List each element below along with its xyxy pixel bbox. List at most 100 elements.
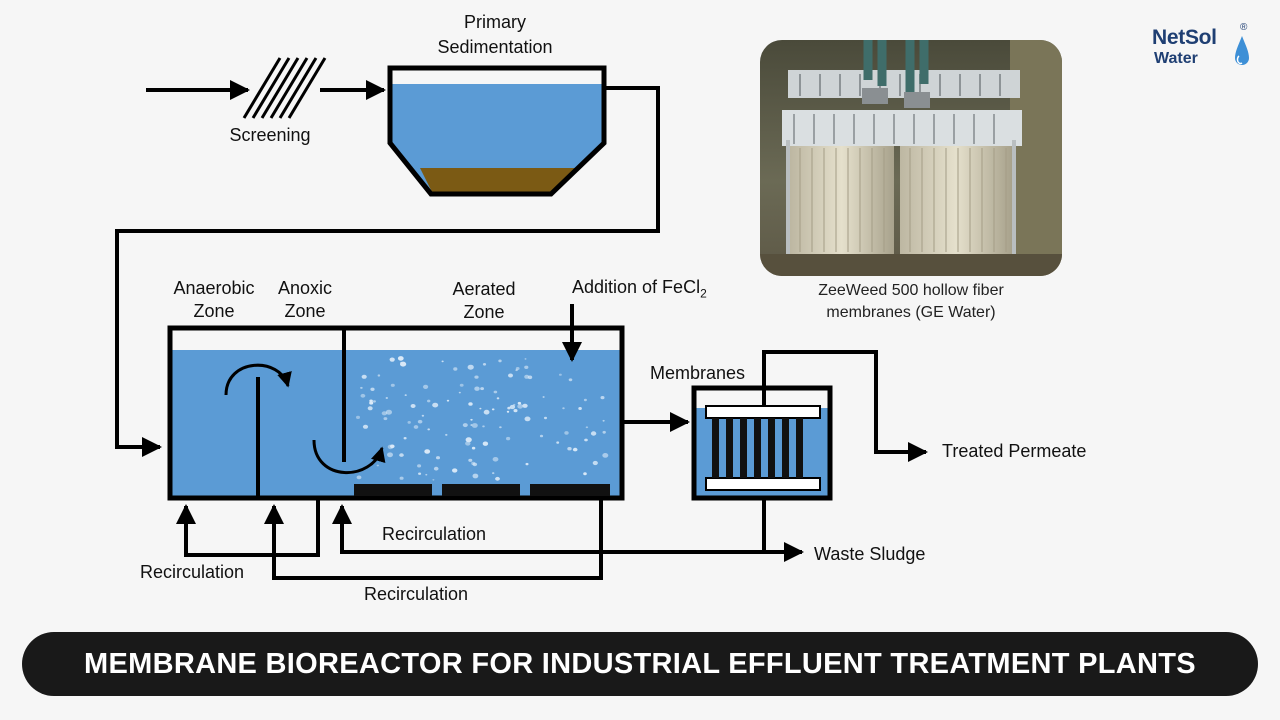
bubble: [441, 360, 444, 363]
bubble: [491, 408, 495, 411]
bubble: [590, 431, 597, 436]
bubble: [562, 407, 565, 410]
membrane-tank: [691, 385, 833, 501]
bubble: [482, 425, 485, 428]
waste-sludge-line: [762, 498, 804, 562]
bubble: [583, 398, 587, 402]
bubble: [390, 383, 395, 387]
bubble: [369, 401, 374, 405]
bubble: [417, 464, 422, 468]
waste-sludge-label: Waste Sludge: [814, 544, 926, 564]
banner-title: MEMBRANE BIOREACTOR FOR INDUSTRIAL EFFLU…: [84, 647, 1196, 680]
bubble: [369, 399, 373, 403]
bubble: [496, 397, 500, 400]
bubble: [470, 418, 473, 421]
bubble: [362, 424, 369, 429]
screening-bars: [242, 57, 327, 119]
bubble: [492, 457, 499, 462]
bubble: [556, 441, 560, 444]
bubble: [372, 400, 376, 403]
treated-permeate-line: [762, 350, 928, 462]
bubble: [399, 453, 404, 457]
bubble: [507, 406, 511, 410]
bubble: [424, 449, 431, 454]
bubble: [471, 461, 476, 465]
bubble: [458, 391, 461, 394]
bubble: [524, 365, 529, 369]
bubble: [459, 383, 464, 387]
netsol-water-logo: NetSol Water ®: [1152, 22, 1262, 76]
fecl2-addition-label: Addition of FeCl2: [572, 277, 707, 301]
bubble: [564, 431, 569, 435]
bubble: [360, 386, 363, 389]
bubble: [482, 363, 487, 366]
bubble: [482, 441, 489, 446]
bubble: [360, 393, 366, 398]
bubble: [493, 390, 498, 394]
water-drop-icon: [1235, 36, 1249, 65]
bubble: [522, 403, 528, 408]
bubble: [446, 399, 450, 402]
bubble: [602, 419, 605, 422]
bubble: [585, 426, 589, 429]
bubble: [399, 476, 404, 480]
photo-caption: ZeeWeed 500 hollow fiber membranes (GE W…: [760, 280, 1062, 324]
bubble: [377, 374, 381, 377]
bubble: [479, 407, 482, 410]
photo-caption-line-2: membranes (GE Water): [826, 304, 996, 321]
bubble: [427, 399, 431, 403]
bubble: [376, 464, 379, 467]
bubble: [397, 356, 404, 361]
anoxic-zone-label-2: Zone: [284, 301, 326, 321]
bubble: [506, 410, 510, 413]
registered-mark: ®: [1240, 22, 1248, 33]
bubble: [432, 479, 435, 481]
anoxic-mixing-arrow: [312, 439, 386, 474]
bubble: [390, 444, 395, 449]
recirculation-anoxic-to-anaerobic: [176, 500, 320, 557]
bubble: [584, 438, 588, 442]
bubble: [467, 364, 474, 370]
screening-label: Screening: [229, 125, 311, 145]
bubble: [389, 357, 395, 362]
bubble: [472, 473, 479, 479]
membranes-label: Membranes: [650, 363, 746, 383]
title-banner: MEMBRANE BIOREACTOR FOR INDUSTRIAL EFFLU…: [22, 632, 1258, 696]
anaerobic-zone-label-2: Zone: [193, 301, 235, 321]
bubble: [370, 387, 375, 391]
diffusers: [354, 484, 610, 496]
brand-line-1: NetSol: [1152, 26, 1217, 49]
bubble: [417, 419, 423, 424]
anaerobic-mixing-arrow: [224, 363, 292, 396]
bubble: [474, 375, 479, 379]
aeration-bubbles: [356, 356, 609, 481]
primary-sedimentation-label-1: Primary: [464, 12, 526, 32]
sedimentation-to-bioreactor-pipe: [115, 86, 660, 457]
bubble: [385, 409, 392, 415]
bubble: [453, 367, 458, 371]
bubble: [356, 415, 360, 419]
photo-caption-line-1: ZeeWeed 500 hollow fiber: [818, 282, 1004, 299]
bubble: [513, 403, 516, 406]
bubble: [381, 411, 388, 416]
bubble: [465, 437, 472, 443]
bubble: [524, 358, 527, 360]
bubble: [602, 430, 606, 434]
bubble: [436, 456, 440, 460]
bubble: [356, 475, 362, 480]
aerated-zone-label-2: Zone: [463, 302, 505, 322]
bubble: [567, 447, 572, 451]
bubble: [539, 434, 544, 438]
bubble: [602, 453, 609, 458]
recirculation-label-left: Recirculation: [140, 562, 245, 582]
bubble: [600, 396, 605, 400]
bubble: [387, 452, 393, 458]
bubble: [480, 387, 484, 391]
bubble: [471, 446, 476, 450]
bubble: [367, 406, 373, 411]
bubble: [517, 401, 522, 405]
bubble: [410, 404, 416, 408]
membrane-module-photo: [760, 40, 1062, 276]
treated-permeate-label: Treated Permeate: [942, 441, 1087, 461]
